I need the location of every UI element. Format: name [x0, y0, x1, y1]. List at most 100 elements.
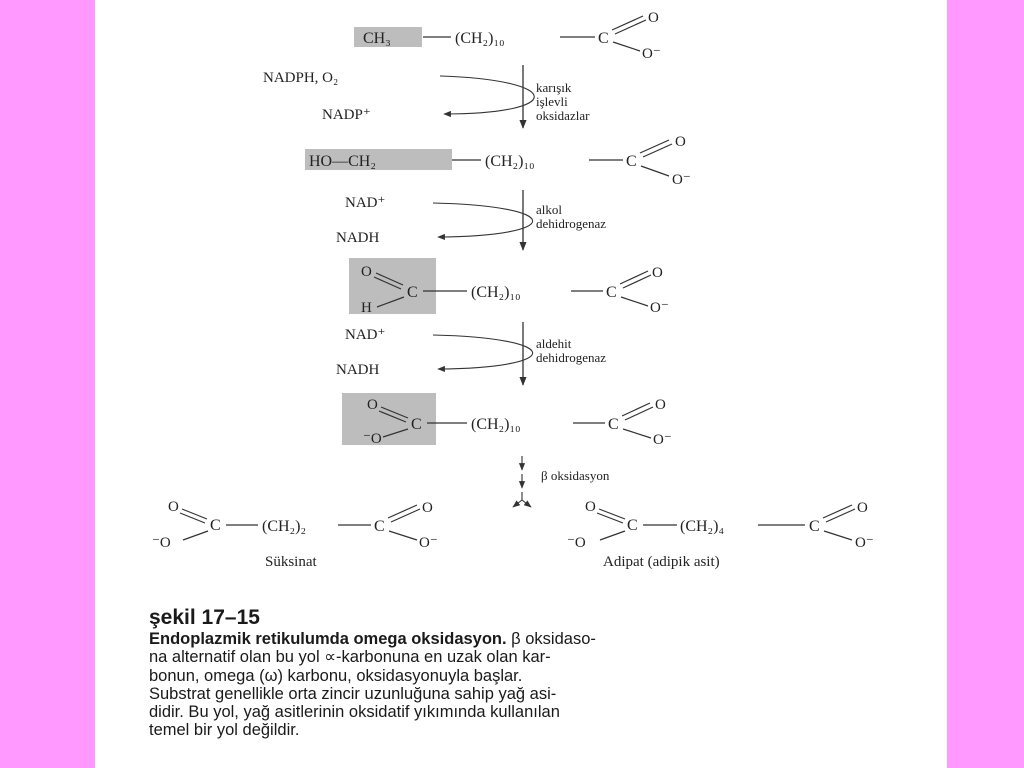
compound-1-left: CH₃ — [363, 30, 391, 47]
compound-2-o-top: O — [675, 134, 686, 150]
single-bond — [182, 530, 209, 541]
succinate-o-bottom-left: ⁻O — [152, 535, 171, 551]
compound-1: CH₃ (CH₂)₁₀ C O O⁻ — [354, 10, 661, 62]
figure-caption: şekil 17–15 Endoplazmik retikulumda omeg… — [149, 607, 939, 740]
figure-page: CH₃ (CH₂)₁₀ C O O⁻ NADPH, O₂ NADP⁺ karış… — [95, 0, 947, 768]
double-bond — [181, 508, 208, 520]
cofactor-arc — [432, 202, 534, 241]
double-bond — [598, 508, 626, 520]
caption-line-5: didir. Bu yol, yağ asitlerinin oksidatif… — [149, 703, 560, 722]
step-1: NADPH, O₂ NADP⁺ karışık işlevli oksidazl… — [263, 65, 590, 129]
compound-4-carbon: C — [608, 416, 619, 433]
adipate: O C ⁻O (CH₂)₄ C O O⁻ Adipat (adipik asit… — [567, 499, 874, 570]
figure-number: şekil 17–15 — [149, 606, 260, 629]
single-bond — [640, 165, 670, 177]
succinate-o-bottom-right: O⁻ — [419, 535, 438, 551]
single-bond — [620, 296, 649, 307]
single-bond — [599, 530, 626, 541]
single-bond — [823, 530, 853, 541]
compound-4-chain: (CH₂)₁₀ — [471, 416, 521, 433]
double-bond — [611, 15, 644, 31]
double-bond — [375, 272, 404, 286]
adipate-o-top-left: O — [585, 499, 596, 515]
enzyme-label: dehidrogenaz — [536, 216, 606, 231]
double-bond — [639, 139, 670, 154]
highlight-box — [342, 393, 436, 445]
caption-line-2: na alternatif olan bu yol ∝-karbonuna en… — [149, 648, 551, 667]
cofactor-out: NADP⁺ — [322, 107, 371, 123]
branch-left — [512, 499, 523, 508]
double-bond — [621, 402, 651, 417]
compound-4-o-bottom: O⁻ — [653, 432, 672, 448]
cofactor-arc — [439, 75, 535, 118]
caption-text: β oksidaso- — [506, 630, 596, 648]
adipate-c-right: C — [809, 518, 820, 535]
compound-3: O C H (CH₂)₁₀ C O O⁻ — [349, 258, 669, 316]
caption-title: Endoplazmik retikulumda omega oksidasyon… — [149, 630, 507, 648]
enzyme-label: aldehit — [536, 336, 572, 351]
compound-1-o-bottom: O⁻ — [642, 46, 661, 62]
compound-2-chain: (CH₂)₁₀ — [485, 153, 535, 170]
adipate-chain: (CH₂)₄ — [680, 518, 724, 535]
compound-4: O C ⁻O (CH₂)₁₀ C O O⁻ — [342, 393, 672, 448]
compound-4-c: C — [411, 416, 422, 433]
omega-oxidation-diagram: CH₃ (CH₂)₁₀ C O O⁻ NADPH, O₂ NADP⁺ karış… — [152, 10, 874, 570]
succinate-c-right: C — [374, 518, 385, 535]
single-bond — [612, 41, 641, 52]
compound-3-h: H — [361, 300, 372, 316]
succinate: O C ⁻O (CH₂)₂ C O O⁻ Süksinat — [152, 499, 438, 570]
adipate-label: Adipat (adipik asit) — [603, 554, 720, 570]
enzyme-label: alkol — [536, 202, 562, 217]
highlight-box — [349, 258, 436, 314]
cofactor-in: NADPH, O₂ — [263, 70, 338, 86]
compound-2-o-bottom: O⁻ — [672, 172, 691, 188]
beta-oxidation-label: β oksidasyon — [541, 468, 610, 483]
caption-line-4: Substrat genellikle orta zincir uzunluğu… — [149, 684, 557, 703]
compound-2-left: HO—CH₂ — [309, 153, 376, 170]
enzyme-label: karışık — [536, 80, 572, 95]
cofactor-arc — [432, 334, 534, 373]
succinate-o-top-right: O — [422, 500, 433, 516]
single-bond — [382, 428, 409, 438]
adipate-o-bottom-left: ⁻O — [567, 535, 586, 551]
compound-3-o-top: O — [652, 265, 663, 281]
step-4: β oksidasyon — [512, 456, 610, 508]
enzyme-label: dehidrogenaz — [536, 350, 606, 365]
double-bond — [387, 504, 418, 519]
caption-line-6: temel bir yol değildir. — [149, 721, 300, 740]
cofactor-out: NADH — [336, 230, 379, 246]
double-bond — [179, 512, 206, 524]
double-bond — [822, 504, 853, 519]
compound-3-o-bottom: O⁻ — [650, 300, 669, 316]
compound-3-o: O — [361, 264, 372, 280]
caption-line-1: Endoplazmik retikulumda omega oksidasyon… — [149, 630, 939, 648]
adipate-o-bottom-right: O⁻ — [855, 535, 874, 551]
double-bond — [624, 406, 654, 421]
double-bond — [619, 270, 649, 285]
compound-4-o-top: O — [655, 397, 666, 413]
single-bond — [388, 530, 418, 541]
compound-2: HO—CH₂ (CH₂)₁₀ C O O⁻ — [305, 134, 691, 188]
double-bond — [596, 512, 624, 524]
cofactor-in: NAD⁺ — [345, 195, 385, 211]
double-bond — [373, 276, 402, 290]
branch-right — [521, 499, 532, 508]
compound-3-chain: (CH₂)₁₀ — [471, 284, 521, 301]
succinate-chain: (CH₂)₂ — [262, 518, 306, 535]
single-bond — [376, 296, 405, 308]
compound-1-o-top: O — [648, 10, 659, 26]
adipate-o-top-right: O — [857, 500, 868, 516]
compound-1-chain: (CH₂)₁₀ — [455, 30, 505, 47]
double-bond — [380, 406, 409, 419]
highlight-box — [354, 27, 422, 47]
compound-2-carbon: C — [626, 153, 637, 170]
compound-4-o-top-left: O — [367, 397, 378, 413]
caption-line-3: bonun, omega (ω) karbonu, oksidasyonuyla… — [149, 666, 523, 685]
highlight-box — [305, 149, 452, 170]
succinate-c-left: C — [210, 517, 221, 534]
compound-3-c: C — [407, 284, 418, 301]
compound-4-o-bottom-left: ⁻O — [363, 431, 382, 447]
step-3: NAD⁺ NADH aldehit dehidrogenaz — [336, 322, 606, 386]
double-bond — [614, 19, 647, 35]
enzyme-label: oksidazlar — [536, 108, 590, 123]
